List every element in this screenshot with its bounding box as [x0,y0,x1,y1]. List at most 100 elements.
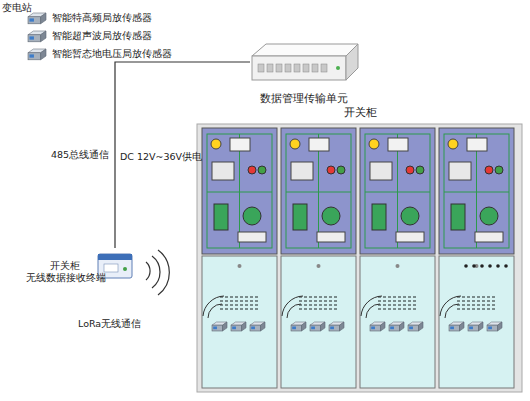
indicator-green [258,166,266,174]
vent-slot [487,296,490,298]
vent-slot [467,300,470,302]
vent-slot [403,300,406,302]
wireless-waves [203,296,224,318]
sensor-side [321,322,326,331]
vent-slot [487,300,490,302]
vent-slot [492,296,495,298]
vent-slot [408,296,411,298]
wave-arc [152,256,160,288]
continuation-dot [472,264,476,268]
wave-arc [158,250,169,295]
sensor-icon [212,322,227,331]
wiring-outline [365,134,430,248]
sensor-badge [213,327,217,330]
wave-arc [287,304,301,318]
vent-slot [240,296,243,298]
wave-arc [366,304,380,318]
sensor-front [28,35,41,42]
relay-box [291,162,313,180]
sensor-side [223,322,228,331]
wave-arc [203,296,224,316]
bus-wire [115,62,250,248]
vent-slot [492,304,495,306]
vent-slot [309,300,312,302]
sensor-side [460,322,465,331]
sensor-icon [370,322,385,331]
vent-slot [324,300,327,302]
vent-slot [319,300,322,302]
wave-arc [208,304,222,318]
legend: 智能特高频局放传感器智能超声波局放传感器智能暂态地电压局放传感器 [26,10,226,64]
sensor-front [370,325,381,331]
device-port [294,64,300,72]
breaker [372,204,386,230]
device-port [312,64,318,72]
transformer-coil [243,207,261,225]
vent-slot [393,300,396,302]
terminal-block [238,232,266,242]
sensor-side [381,322,386,331]
switchgear-illustration [196,104,524,394]
cabinet-lower-panel [360,256,435,388]
vent-slot [467,296,470,298]
node-label: 开关柜 无线数据接收终端 [26,260,104,284]
vent-slot [482,308,485,310]
sensor-front [231,325,242,331]
vent-slot [398,296,401,298]
vent-slot [413,296,416,298]
vent-slot [462,296,465,298]
cabinet [202,128,277,388]
vent-slot [334,308,337,310]
vent-slot [329,296,332,298]
sensor-badge [29,36,33,39]
vent-slot [220,300,223,302]
vent-slot [324,304,327,306]
vent-slot [329,304,332,306]
screw [317,264,321,268]
device-band [98,254,132,260]
vent-slot [388,308,391,310]
sensor-side [41,49,46,60]
sensor-side [41,13,46,24]
indicator-red [406,166,414,174]
device-front [252,56,346,80]
vent-slot [299,308,302,310]
indicator-red [327,166,335,174]
sensor-badge [29,54,33,57]
cabinet-upper-panel [281,128,356,254]
vent-slot [408,308,411,310]
vent-slot [472,300,475,302]
vent-slot [225,304,228,306]
sensor-front [408,325,419,331]
vent-slot [462,308,465,310]
wave-arc [361,296,382,316]
vent-slot [487,308,490,310]
device-port [276,64,282,72]
legend-text: 智能暂态地电压局放传感器 [52,48,172,61]
vent-slot [304,300,307,302]
device-port [267,64,273,72]
cabinet [439,128,514,388]
transformer-coil [480,207,498,225]
title-text: 变电站 [2,2,32,15]
sensor-badge [409,327,413,330]
sensor-front [310,325,321,331]
data-unit-device [246,40,362,90]
device-label-plate [104,264,118,272]
annotation-label: DC 12V~36V供电 [120,151,202,163]
vent-slot [324,308,327,310]
relay-box [370,162,392,180]
sensor-front [291,325,302,331]
sensor-icon [310,322,325,331]
device-port [321,64,327,72]
screw [238,264,242,268]
vent-slot [240,304,243,306]
wiring-outline [444,134,509,248]
vent-slot [250,296,253,298]
wave-arc [146,262,150,280]
continuation-dot [496,264,500,268]
legend-item: 智能超声波局放传感器 [26,28,226,46]
sensor-badge [450,327,454,330]
sensor-badge [251,327,255,330]
sensor-badge [311,327,315,330]
